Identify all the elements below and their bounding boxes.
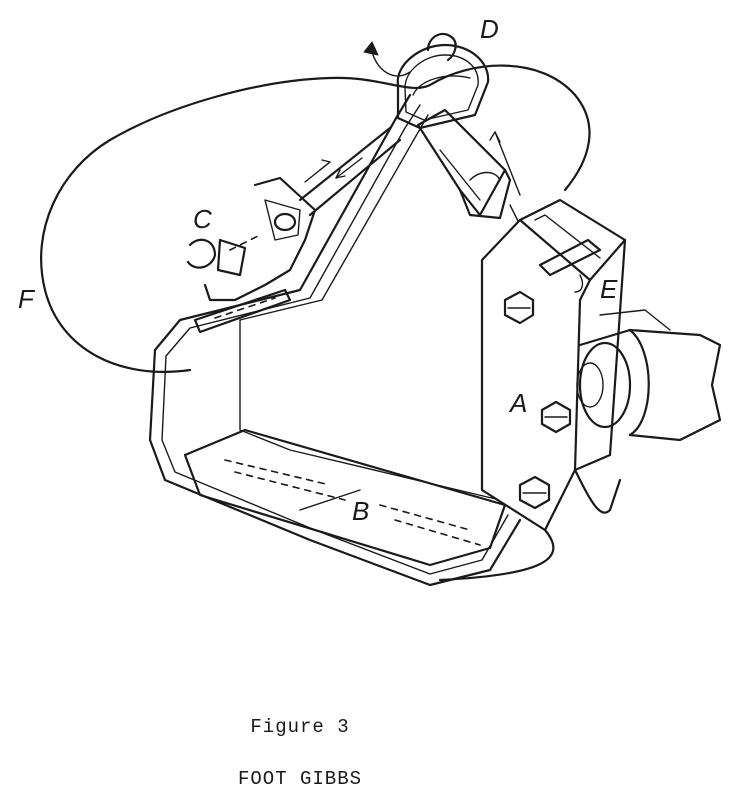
axle-shaft	[438, 309, 722, 582]
foot-bed	[183, 428, 507, 567]
buckle-clasp	[186, 176, 317, 302]
foot-bed-texture	[224, 459, 481, 546]
stirrup-frame-inner	[161, 104, 509, 575]
rotation-arrow	[371, 51, 411, 77]
callout-b: B	[352, 496, 369, 526]
callout-d: D	[480, 14, 499, 44]
bolt-top	[503, 290, 535, 325]
bolt-middle	[540, 400, 572, 434]
callout-f: F	[18, 284, 36, 314]
callout-a: A	[508, 388, 527, 418]
stirrup-frame-inner2	[239, 114, 501, 501]
top-ring	[396, 32, 490, 130]
stirrup-frame-outer	[148, 93, 522, 587]
figure-label: Figure 3	[250, 716, 350, 738]
callout-c: C	[193, 204, 212, 234]
foot-outline	[40, 64, 591, 373]
heel-bar	[193, 288, 292, 334]
mounting-plate	[480, 198, 627, 532]
foot-gibbs-illustration: A B C D E F	[18, 14, 722, 587]
figure-title: FOOT GIBBS	[237, 768, 363, 790]
strap-lower	[416, 108, 536, 246]
rotation-arrowhead	[363, 41, 379, 56]
heel-bar-texture	[214, 297, 276, 319]
callout-e: E	[600, 274, 618, 304]
bolt-bottom	[518, 475, 551, 510]
strap-upper	[298, 126, 402, 217]
